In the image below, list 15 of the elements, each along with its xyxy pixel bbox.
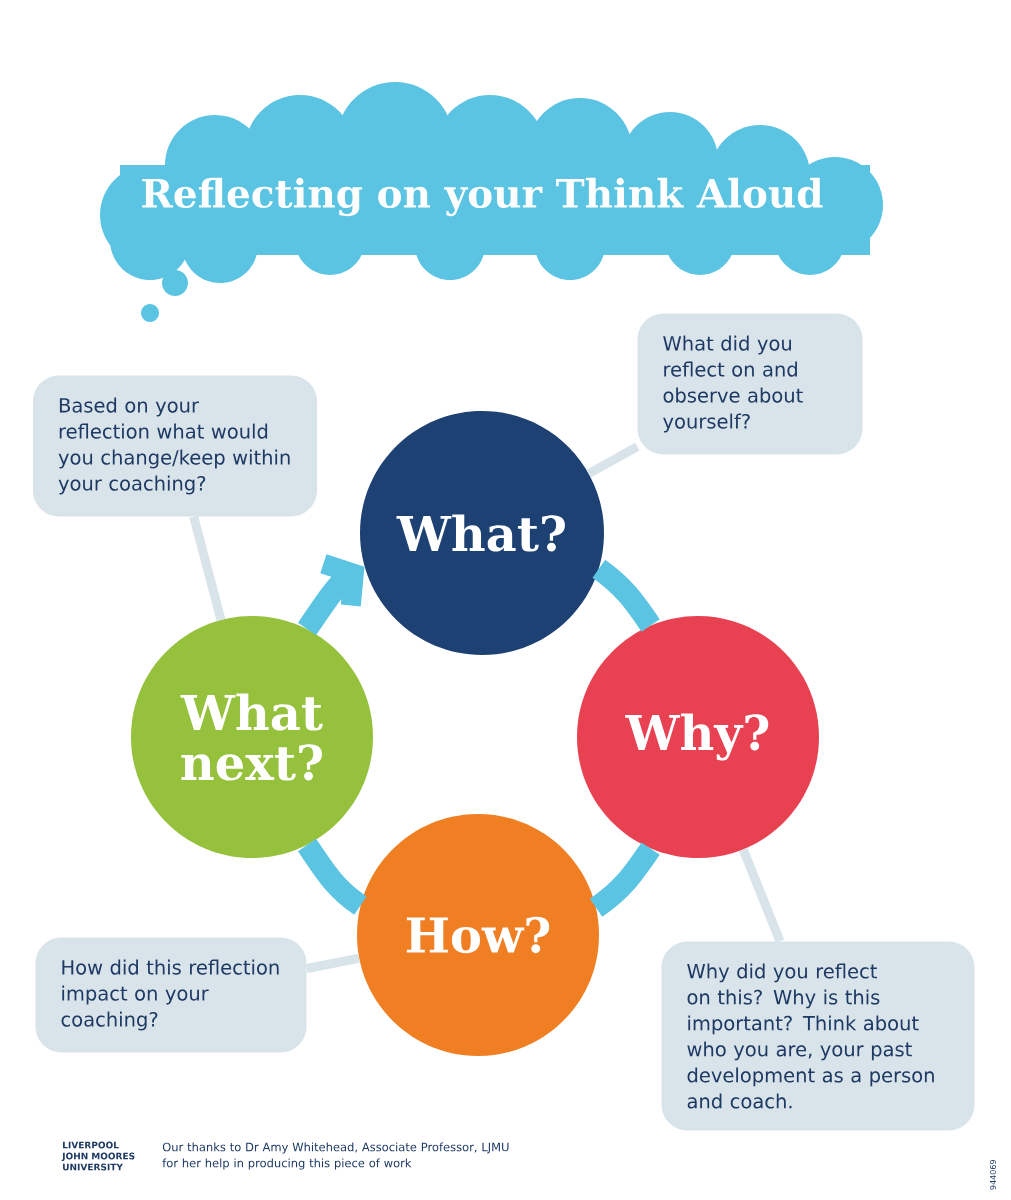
callout-box: Why did you reflect on this? Why is this important? Think about who you are, your past development as a person and coach. [661, 941, 975, 1131]
leader-line [189, 515, 226, 621]
ring-segment [589, 842, 660, 917]
leader-line [738, 847, 785, 943]
code-number: 944069 [989, 1160, 996, 1190]
callout-box: How did this reflection impact on your coaching? [35, 937, 307, 1053]
ring-segment [297, 838, 367, 915]
callout-box: What did you reflect on and observe about yourself? [637, 313, 863, 455]
acknowledgement-text: Our thanks to Dr Amy Whitehead, Associate Professor, LJMU for her help in producing this piece of work [162, 1142, 509, 1170]
leader-line [586, 442, 640, 478]
university-name: LIVERPOOL JOHN MOORES UNIVERSITY [61, 1141, 135, 1171]
ring-segment [592, 559, 660, 632]
title-cloud: Reflecting on your Think Aloud [100, 82, 883, 283]
leader-line [305, 953, 360, 973]
callout-box: Based on your reflection what would you change/keep within your coaching? [33, 375, 317, 517]
